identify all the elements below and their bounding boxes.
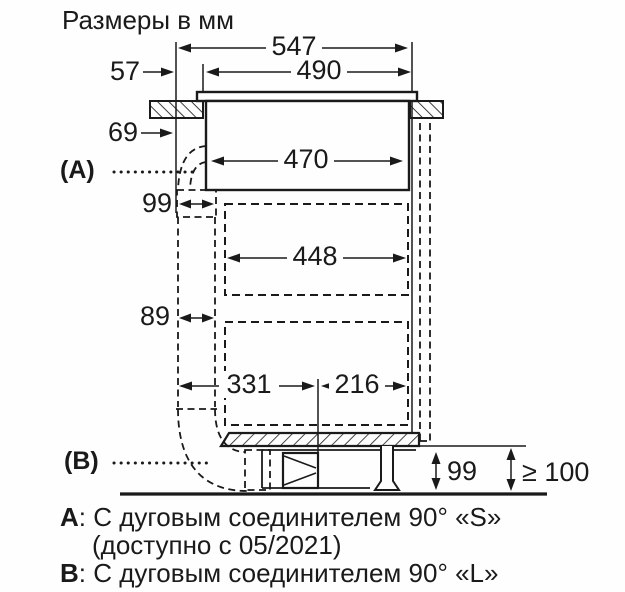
dim-right-section-label: 216 (329, 371, 385, 398)
dim-cutout-depth-label: 490 (291, 57, 347, 84)
hob-body (204, 99, 411, 192)
dim-100-arrows (506, 448, 516, 491)
note-a-text: : С дуговым соединителем 90° «S» (78, 502, 502, 532)
dim-89-arrows (179, 313, 214, 323)
dim-99-bottom-arrows (431, 452, 441, 490)
blower-unit (281, 451, 320, 490)
variant-a-label: (A) (60, 156, 95, 184)
dim-left-section-label: 331 (219, 371, 279, 398)
dim-floor-clearance-label: ≥ 100 (522, 457, 590, 487)
dim-plinth-duct-height-label: 99 (447, 456, 478, 486)
note-a-letter: A (60, 502, 79, 532)
dim-duct-upper-label: 99 (141, 188, 172, 218)
dim-front-offset-label: 57 (109, 56, 140, 86)
note-b-text: : С дуговым соединителем 90° «L» (78, 558, 499, 588)
dim-outlet-offset-label: 69 (107, 117, 138, 147)
duct-elbow-a (176, 145, 217, 218)
note-b-letter: B (60, 558, 79, 588)
dim-body-depth-label: 470 (278, 146, 334, 173)
vertical-flat-duct (176, 217, 217, 410)
cabinet-zone-upper (224, 203, 409, 296)
note-variant-a: A: С дуговым соединителем 90° «S» (60, 502, 501, 533)
worktop-cross-section-right (409, 100, 444, 119)
glass-ceramic-panel (195, 90, 419, 103)
cabinet-base-panel (219, 431, 421, 448)
page-title: Размеры в мм (62, 5, 235, 35)
rear-duct-channel (419, 123, 431, 442)
note-variant-b: B: С дуговым соединителем 90° «L» (60, 558, 498, 589)
dim-57-arrow (143, 67, 174, 77)
worktop-cross-section-left (149, 100, 204, 119)
duct-elbow-b (177, 408, 271, 492)
support-leg (373, 446, 401, 491)
dim-99-upper-arrows (179, 199, 214, 209)
dim-overall-depth-label: 547 (266, 33, 322, 60)
dim-duct-lower-label: 89 (139, 301, 170, 331)
dim-mid-section-label: 448 (287, 243, 343, 270)
note-variant-a-availability: (доступно с 05/2021) (92, 530, 342, 560)
variant-b-label: (B) (64, 447, 99, 475)
